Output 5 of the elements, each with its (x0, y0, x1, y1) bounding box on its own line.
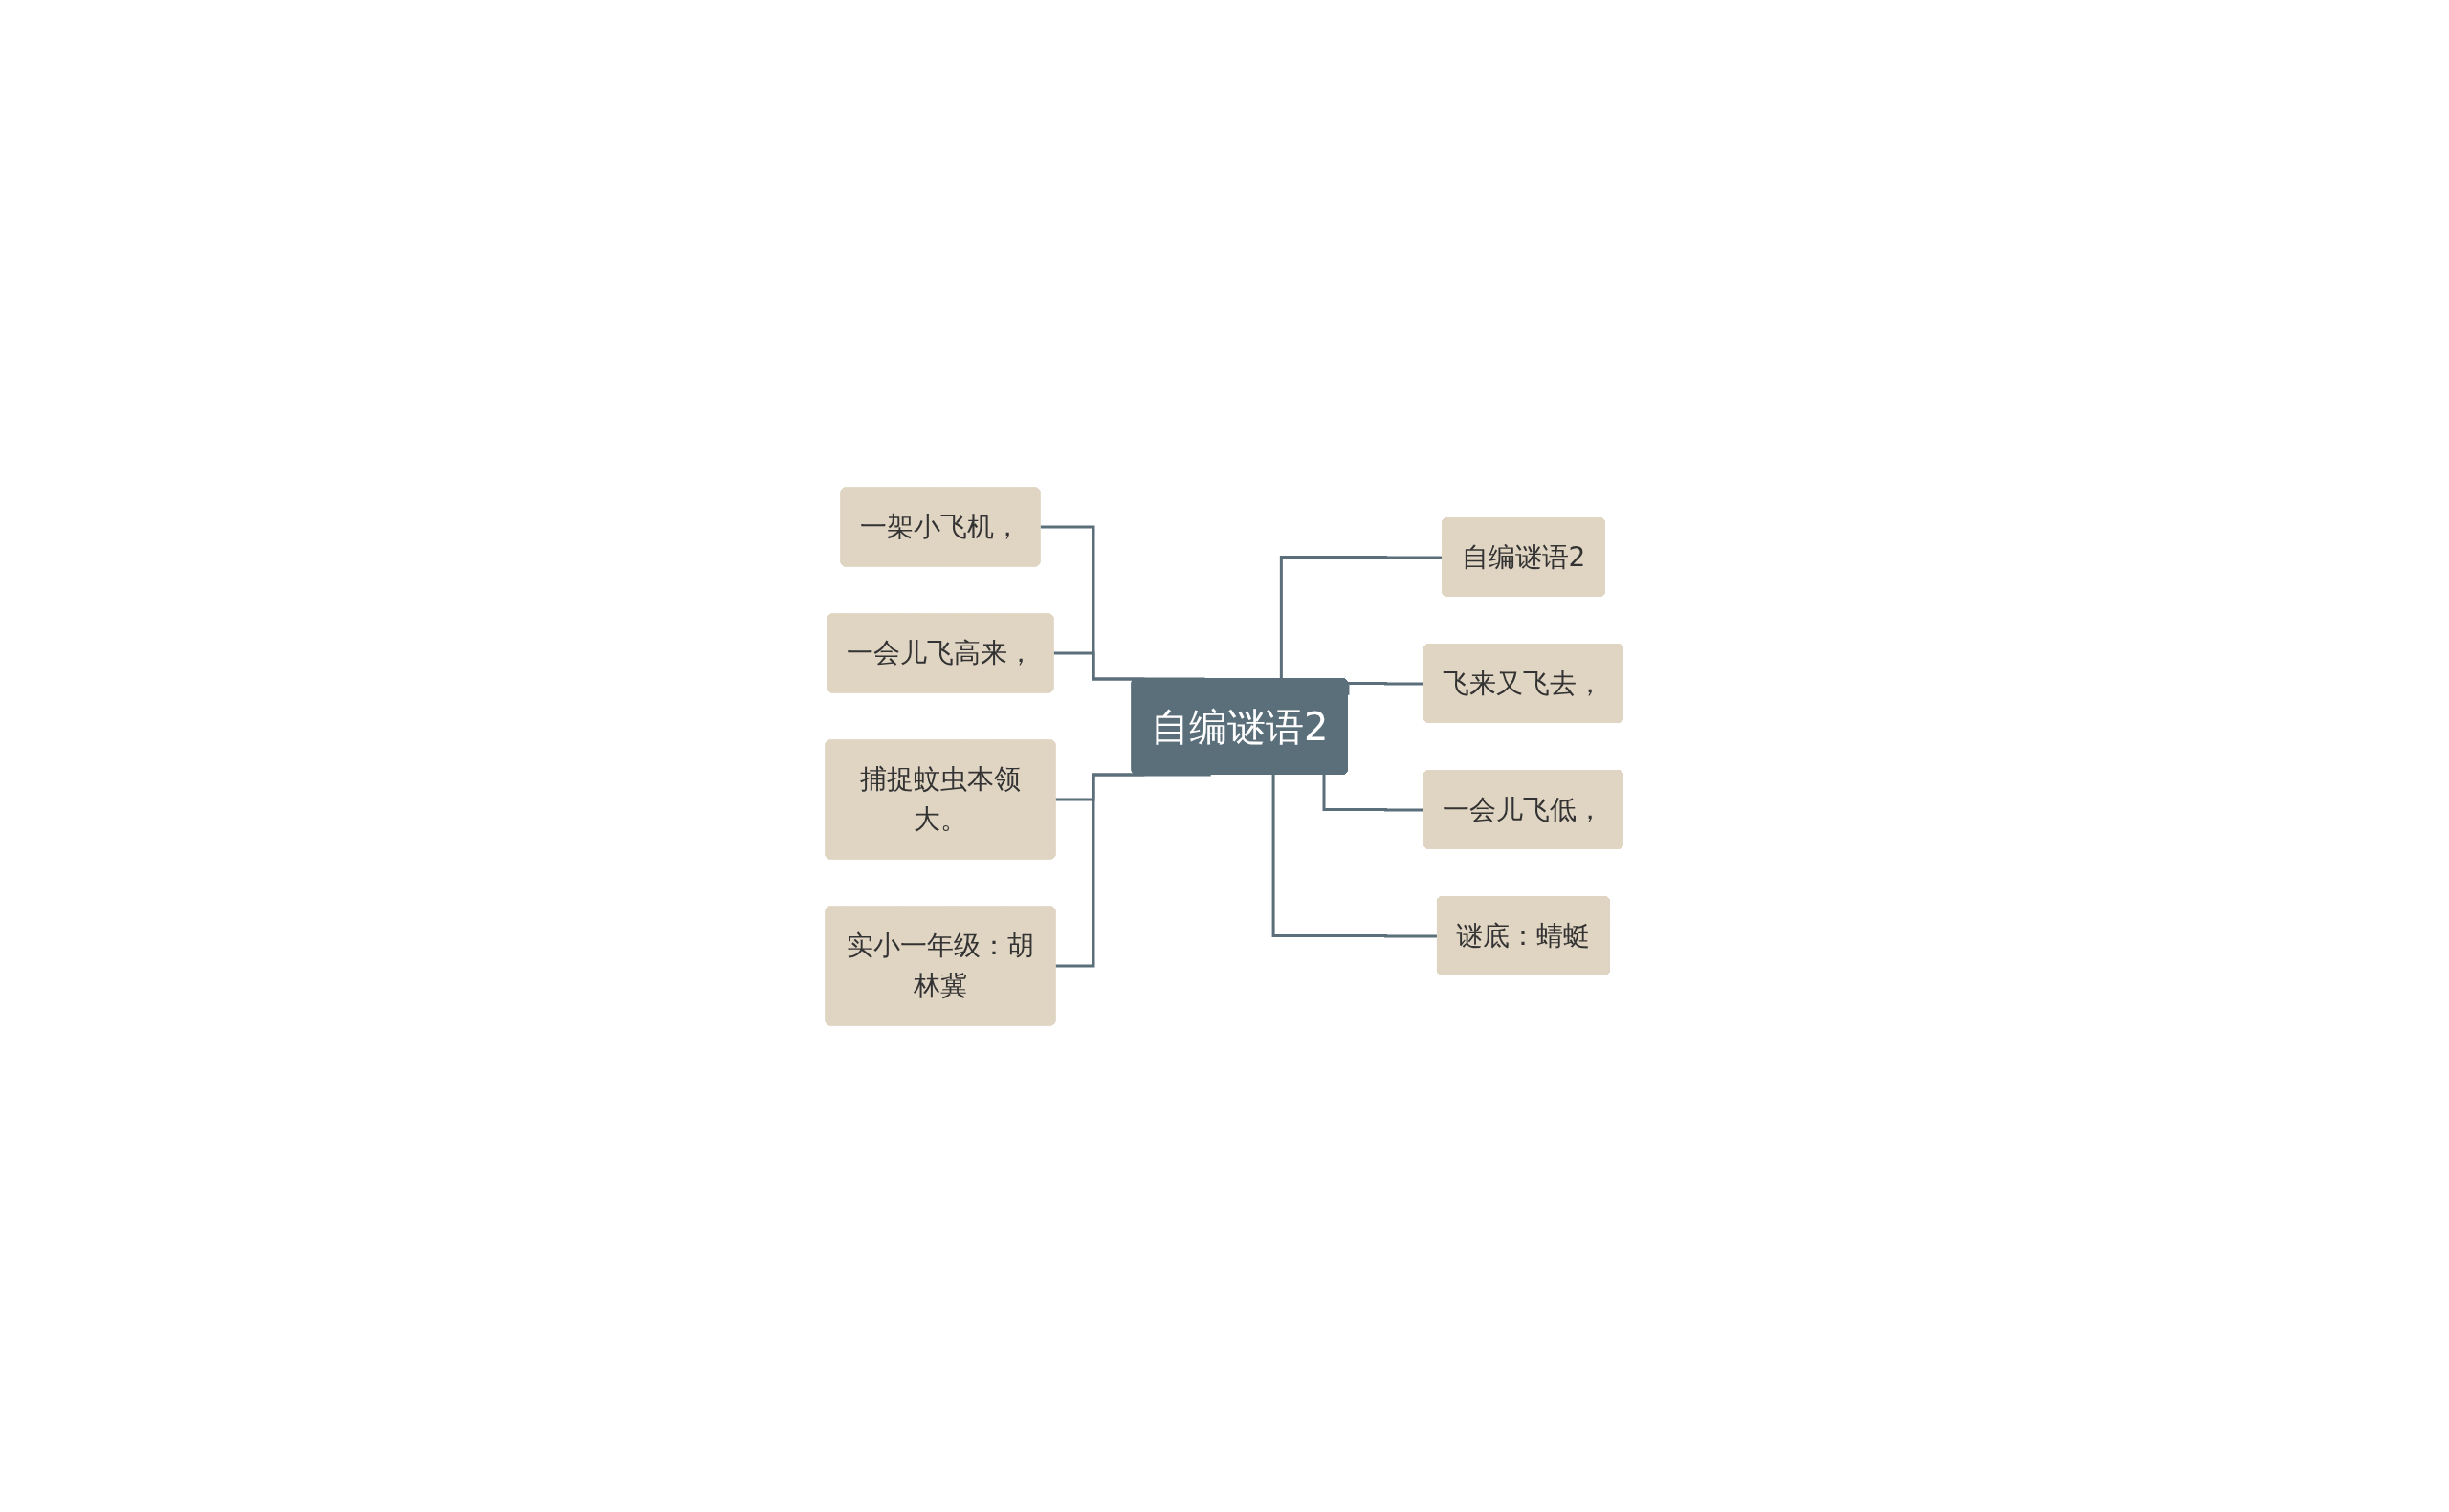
connector (1280, 555, 1444, 679)
connector (1346, 681, 1425, 695)
connector (1054, 773, 1211, 968)
connector (1322, 774, 1425, 811)
connector (1271, 774, 1439, 937)
